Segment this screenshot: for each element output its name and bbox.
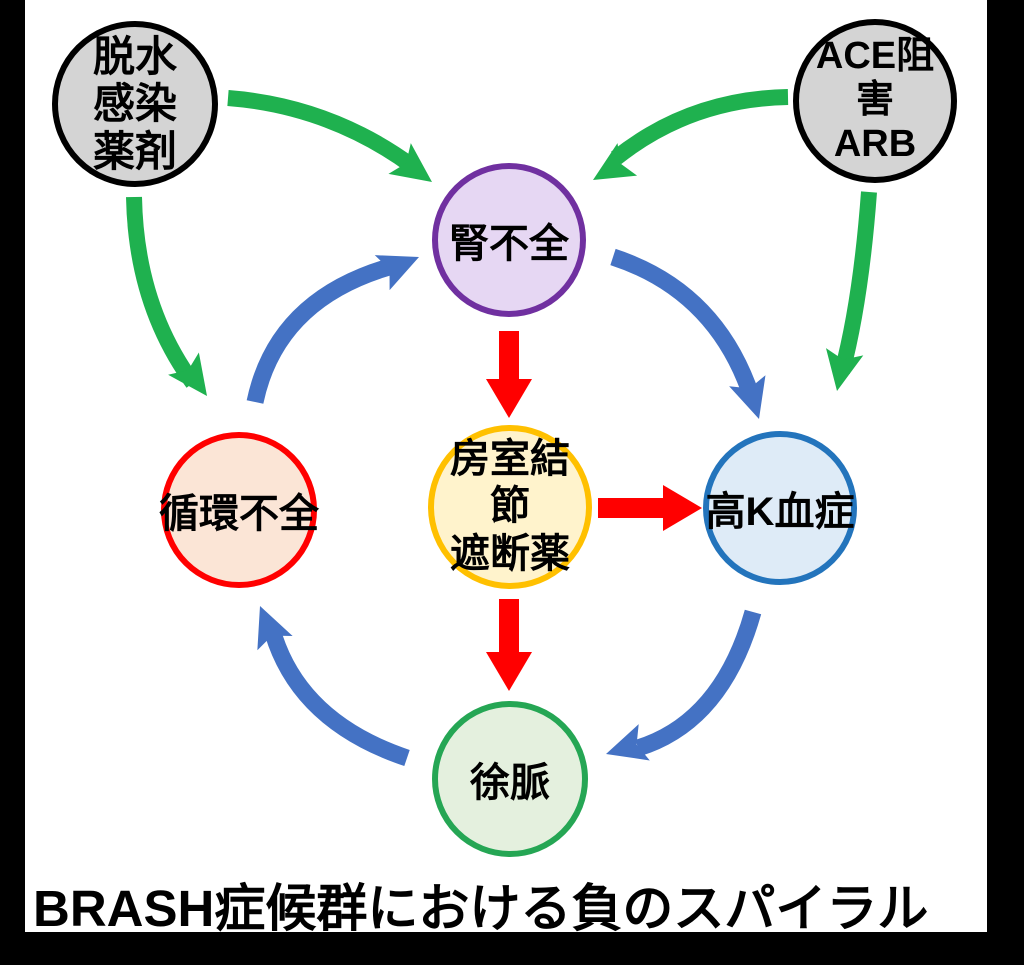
arrow-head: [486, 379, 532, 418]
node-renal-failure: 腎不全: [432, 163, 586, 317]
arrow-shaft: [126, 196, 200, 388]
diagram-title: BRASH症候群における負のスパイラル: [33, 880, 929, 937]
node-ace-arb: ACE阻害 ARB: [793, 19, 957, 183]
arrow-head: [168, 352, 207, 396]
arrow-shaft: [227, 90, 417, 173]
arrow-shaft: [635, 609, 762, 757]
arrow-head: [606, 724, 650, 761]
node-dehydration-label: 脱水 感染 薬剤: [92, 33, 177, 175]
arrow-bradycardia-to-circulatory: [257, 606, 410, 767]
arrow-ace-to-hyperkalemia: [825, 191, 877, 391]
node-circulatory-failure: 循環不全: [159, 432, 319, 588]
node-ace-arb-label: ACE阻害 ARB: [815, 35, 935, 165]
arrow-shaft: [264, 630, 410, 767]
node-circulatory-failure-label: 循環不全: [159, 492, 319, 536]
node-renal-failure-label: 腎不全: [449, 222, 569, 266]
arrow-shaft: [246, 256, 399, 404]
arrow-head: [593, 143, 638, 180]
arrow-head: [388, 143, 432, 182]
node-av-node-blockers-label: 房室結節 遮断薬: [450, 437, 570, 576]
arrow-hyperkalemia-to-bradycardia: [606, 609, 762, 761]
arrow-dehydration-to-renal: [227, 90, 432, 182]
arrow-circulatory-to-renal: [246, 255, 419, 404]
node-bradycardia: 徐脈: [432, 701, 588, 857]
node-hyperkalemia: 高K血症: [703, 431, 857, 585]
node-av-node-blockers: 房室結節 遮断薬: [428, 425, 592, 589]
arrow-head: [486, 652, 532, 691]
arrow-head: [374, 255, 419, 291]
arrow-avnode-to-hyperkalemia: [598, 485, 702, 531]
arrow-renal-to-avnode: [486, 331, 532, 418]
arrow-head: [729, 375, 766, 419]
arrow-shaft: [611, 89, 789, 165]
node-dehydration: 脱水 感染 薬剤: [52, 21, 218, 187]
arrow-avnode-to-bradycardia: [486, 599, 532, 691]
arrow-head: [825, 348, 864, 391]
node-hyperkalemia-label: 高K血症: [705, 490, 855, 534]
arrow-shaft: [834, 191, 877, 375]
arrow-head: [257, 606, 293, 651]
arrow-dehydration-to-circulatory: [126, 196, 207, 396]
arrow-renal-to-hyperkalemia: [610, 248, 766, 419]
arrow-shaft: [610, 248, 759, 395]
arrow-ace-to-renal: [593, 89, 789, 180]
node-bradycardia-label: 徐脈: [470, 761, 550, 805]
arrow-head: [663, 485, 702, 531]
